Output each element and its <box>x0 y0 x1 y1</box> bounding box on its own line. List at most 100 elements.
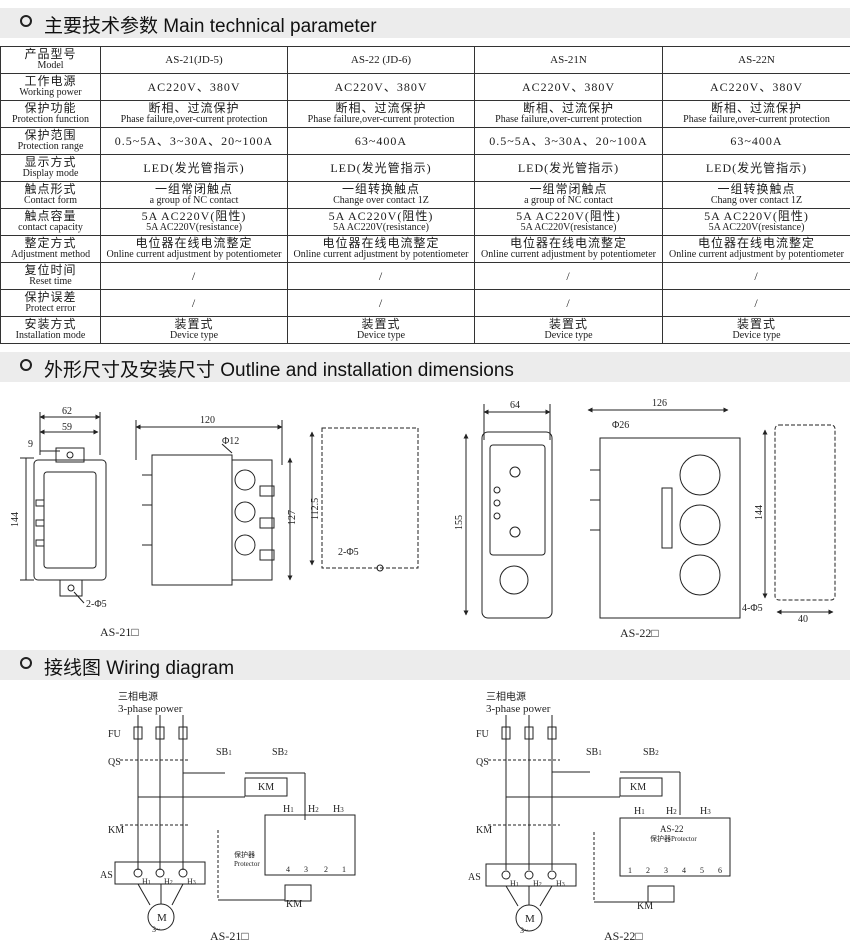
model-label-r: AS-22 <box>660 824 684 834</box>
table-cell: LED(发光管指示) <box>474 154 663 182</box>
terminal-3: 3 <box>304 865 308 874</box>
section-title: 外形尺寸及安装尺寸 Outline and installation dimen… <box>44 360 514 381</box>
table-cell: 0.5~5A、3~30A、20~100A <box>100 127 288 155</box>
table-cell: 5A AC220V(阻性)5A AC220V(resistance) <box>100 208 288 236</box>
dim-62: 62 <box>62 406 72 417</box>
cell-line-2: Device type <box>356 330 406 341</box>
cell-line-2: Phase failure,over-current protection <box>495 114 642 125</box>
section-header-parameters: 主要技术参数 Main technical parameter <box>0 8 850 38</box>
as22-caption: AS-22□ <box>620 626 659 640</box>
row-header-en: Working power <box>19 87 82 98</box>
row-header-en: Model <box>37 60 64 71</box>
table-cell: AC220V、380V <box>100 73 288 101</box>
as21-caption: AS-21□ <box>100 625 139 639</box>
as21-mount-view <box>309 427 419 572</box>
row-header-cn: 产品型号 <box>24 47 77 61</box>
label-as-r: AS <box>468 872 481 883</box>
cell-line-1: AC220V、380V <box>521 79 615 94</box>
cell-line-2: 5A AC220V(resistance) <box>520 222 617 233</box>
cell-line-1: LED(发光管指示) <box>517 160 620 175</box>
cell-line-2: 5A AC220V(resistance) <box>708 222 805 233</box>
table-cell: / <box>662 289 850 317</box>
terminal-4: 4 <box>286 865 290 874</box>
terminal-2: 2 <box>324 865 328 874</box>
cell-line-1: 电位器在线电流整定 <box>135 236 253 250</box>
cell-line-2: Phase failure,over-current protection <box>120 114 268 125</box>
table-cell: / <box>100 262 288 290</box>
row-header-en: Protection range <box>17 141 84 152</box>
cell-line-1: / <box>566 268 571 283</box>
cell-line-2: Online current adjustment by potentiomet… <box>106 249 282 260</box>
label-sb1-r: SB1 <box>586 747 602 758</box>
label-as: AS <box>100 870 113 881</box>
cell-line-1: 一组常闭触点 <box>529 182 608 196</box>
cell-line-2: Phase failure,over-current protection <box>683 114 830 125</box>
cell-line-1: 电位器在线电流整定 <box>697 236 815 250</box>
motor-3ph-r: 3~ <box>520 926 529 935</box>
dim-phi26: Φ26 <box>612 420 629 431</box>
label-km: KM <box>108 825 124 836</box>
motor-m: M <box>157 912 167 924</box>
row-header-en: Display mode <box>22 168 79 179</box>
row-header-en: Contact form <box>23 195 78 206</box>
motor-m-r: M <box>525 913 535 925</box>
table-cell: 5A AC220V(阻性)5A AC220V(resistance) <box>662 208 850 236</box>
cell-line-2: 5A AC220V(resistance) <box>146 222 242 233</box>
label-sb2: SB2 <box>272 747 288 758</box>
row-header-en: contact capacity <box>18 222 83 233</box>
row-header-cn: 保护误差 <box>24 290 77 304</box>
wiring-caption-left: AS-21□ <box>210 929 249 942</box>
cell-line-2: Online current adjustment by potentiomet… <box>669 249 844 260</box>
circle-bullet-icon <box>20 657 32 669</box>
label-km-bottom: KM <box>286 899 302 910</box>
cell-line-1: LED(发光管指示) <box>143 160 245 175</box>
cell-line-1: 装置式 <box>736 317 776 331</box>
wiring-diagram-right <box>485 715 731 932</box>
cell-line-1: 63~400A <box>354 133 408 148</box>
cell-line-2: Device type <box>544 330 593 341</box>
label-h1: H1 <box>283 804 294 815</box>
section-title: 主要技术参数 Main technical parameter <box>44 16 377 37</box>
label-sb2-r: SB2 <box>643 747 659 758</box>
terminal-r-6: 6 <box>718 866 722 875</box>
cell-line-2: a group of NC contact <box>149 195 239 206</box>
table-cell: 63~400A <box>287 127 475 155</box>
source-en-r: 3-phase power <box>486 703 551 715</box>
cell-line-2: Online current adjustment by potentiomet… <box>481 249 656 260</box>
cell-line-2: Device type <box>732 330 781 341</box>
row-header-en: Reset time <box>29 276 72 287</box>
cell-line-1: 5A AC220V(阻性) <box>516 209 621 223</box>
cell-line-1: 0.5~5A、3~30A、20~100A <box>114 133 274 148</box>
as22-side-view <box>587 407 741 619</box>
dim-40: 40 <box>798 614 808 625</box>
label-fu-r: FU <box>476 729 490 740</box>
cell-line-2: Chang over contact 1Z <box>710 195 803 206</box>
terminal-r-2: 2 <box>646 866 650 875</box>
row-header-en: Protection function <box>12 114 89 125</box>
technical-parameter-table: 产品型号 Model AS-21(JD-5) AS-22 (JD-6) AS-2… <box>0 46 850 344</box>
circle-bullet-icon <box>20 359 32 371</box>
row-header-cn: 触点形式 <box>24 182 77 196</box>
wiring-caption-right: AS-22□ <box>604 929 643 942</box>
protector-r: 保护器Protector <box>650 834 697 843</box>
cell-line-1: LED(发光管指示) <box>705 160 808 175</box>
as22-mount-view <box>762 424 836 615</box>
as22-front-view <box>463 404 553 619</box>
label-sb1: SB1 <box>216 747 232 758</box>
label-qs: QS <box>108 757 121 768</box>
cell-line-1: 装置式 <box>174 317 214 331</box>
cell-line-1: AC220V、380V <box>147 79 241 94</box>
cell-line-1: 电位器在线电流整定 <box>509 236 627 250</box>
dim-127: 127 <box>287 510 298 525</box>
table-cell: LED(发光管指示) <box>287 154 475 182</box>
section-header-wiring: 接线图 Wiring diagram <box>0 650 850 680</box>
dim-126: 126 <box>652 398 667 409</box>
cell-line-2: Change over contact 1Z <box>333 195 429 206</box>
